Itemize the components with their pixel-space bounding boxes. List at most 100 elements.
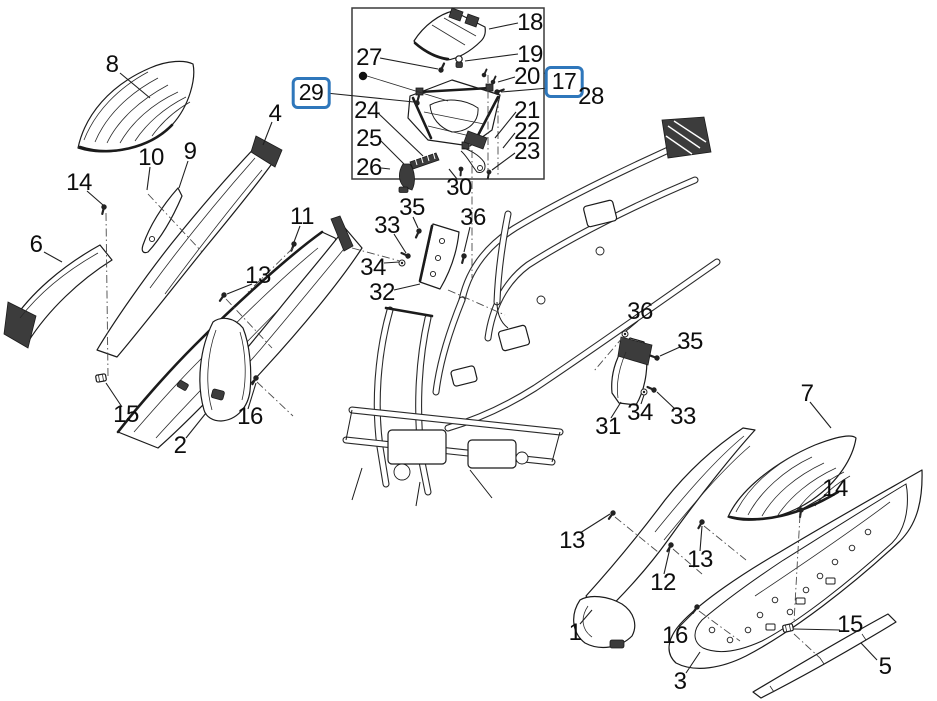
part-label-13[interactable]: 13 [559, 527, 585, 554]
part-label-13[interactable]: 13 [245, 262, 271, 289]
part-32-plate [418, 223, 460, 290]
part-label-8[interactable]: 8 [105, 51, 119, 78]
leader-line [146, 166, 151, 191]
leader-line-17 [500, 87, 550, 93]
part-label-24[interactable]: 24 [354, 97, 380, 124]
part-label-33[interactable]: 33 [374, 212, 400, 239]
bracket-assembly [407, 79, 501, 150]
part-label-3[interactable]: 3 [673, 668, 687, 695]
leader-lines [43, 22, 878, 674]
leader-line [105, 382, 123, 408]
part-label-15[interactable]: 15 [837, 611, 863, 638]
leader-line [656, 391, 676, 410]
part-label-18[interactable]: 18 [517, 9, 543, 36]
leader-line [663, 547, 671, 575]
part-label-29[interactable]: 29 [291, 77, 331, 109]
part-label-9[interactable]: 9 [183, 138, 197, 165]
leader-line [463, 226, 471, 253]
leader-line [491, 152, 516, 171]
part-31-bracket [611, 336, 653, 406]
part-label-2[interactable]: 2 [173, 432, 187, 459]
part-9-strip [141, 187, 183, 254]
part-label-14[interactable]: 14 [822, 475, 848, 502]
bottom-right-cluster [573, 427, 923, 699]
leader-line [579, 609, 593, 625]
part-label-4[interactable]: 4 [268, 100, 282, 127]
part-label-20[interactable]: 20 [514, 63, 540, 90]
mid-hardware [330, 215, 661, 406]
leader-line [43, 251, 63, 263]
leader-line [178, 160, 189, 189]
part-label-30[interactable]: 30 [446, 174, 472, 201]
part-label-15[interactable]: 15 [113, 401, 139, 428]
part-label-34[interactable]: 34 [627, 399, 653, 426]
part-label-12[interactable]: 12 [650, 569, 676, 596]
leader-line [119, 72, 151, 99]
leader-line [262, 121, 273, 146]
part-25-arm [398, 163, 415, 193]
leader-line [464, 53, 519, 62]
part-1-panel [573, 427, 756, 649]
leader-line [412, 216, 419, 229]
part-label-33[interactable]: 33 [670, 403, 696, 430]
part-label-14[interactable]: 14 [66, 169, 92, 196]
leader-line [247, 382, 257, 410]
leader-line [809, 401, 832, 429]
part-label-5[interactable]: 5 [878, 653, 892, 680]
leader-line [625, 320, 639, 332]
leader-line [793, 628, 841, 631]
inset-box [351, 7, 545, 278]
part-label-27[interactable]: 27 [356, 44, 382, 71]
leader-line [393, 233, 407, 254]
part-27-dot [358, 71, 368, 81]
part-2-piece [199, 317, 252, 422]
part-label-35[interactable]: 35 [399, 194, 425, 221]
part-label-36[interactable]: 36 [627, 298, 653, 325]
part-label-16[interactable]: 16 [662, 622, 688, 649]
part-label-35[interactable]: 35 [677, 328, 703, 355]
leader-line [803, 494, 828, 509]
part-3-floorboard [668, 469, 923, 669]
part-label-16[interactable]: 16 [237, 403, 263, 430]
part-label-19[interactable]: 19 [517, 41, 543, 68]
leader-line [293, 225, 301, 243]
frame-left-bracket [330, 215, 354, 252]
part-label-28[interactable]: 28 [578, 83, 604, 110]
leader-line [497, 76, 516, 83]
part-label-13[interactable]: 13 [687, 546, 713, 573]
leader-line [383, 261, 400, 264]
part-label-22[interactable]: 22 [514, 118, 540, 145]
part-6-sill [3, 244, 113, 349]
part-label-21[interactable]: 21 [514, 97, 540, 124]
leader-line [488, 22, 519, 30]
leader-line [393, 283, 421, 291]
leader-line [860, 642, 878, 661]
part-label-17[interactable]: 17 [544, 66, 584, 98]
part-label-11[interactable]: 11 [290, 203, 314, 230]
frame [342, 116, 721, 507]
leader-line [226, 283, 253, 295]
part-label-26[interactable]: 26 [356, 154, 382, 181]
part-label-10[interactable]: 10 [138, 144, 164, 171]
part-23-hook [460, 147, 486, 173]
leader-line [610, 401, 622, 419]
part-label-6[interactable]: 6 [29, 231, 43, 258]
part-5-strip [752, 613, 897, 699]
leader-line [685, 651, 701, 674]
leader-line [494, 111, 517, 139]
leader-line [185, 412, 207, 439]
part-label-25[interactable]: 25 [356, 125, 382, 152]
part-label-23[interactable]: 23 [514, 138, 540, 165]
leader-line [659, 346, 681, 357]
part-4-panel [96, 135, 283, 358]
part-label-34[interactable]: 34 [360, 254, 386, 281]
part-18-flap [413, 7, 486, 61]
part-label-32[interactable]: 32 [369, 279, 395, 306]
part-label-1[interactable]: 1 [568, 619, 582, 646]
part-label-36[interactable]: 36 [460, 204, 486, 231]
part-21-bracket [463, 130, 488, 150]
part-label-31[interactable]: 31 [595, 413, 621, 440]
part-label-7[interactable]: 7 [800, 380, 814, 407]
leader-line [640, 394, 645, 405]
